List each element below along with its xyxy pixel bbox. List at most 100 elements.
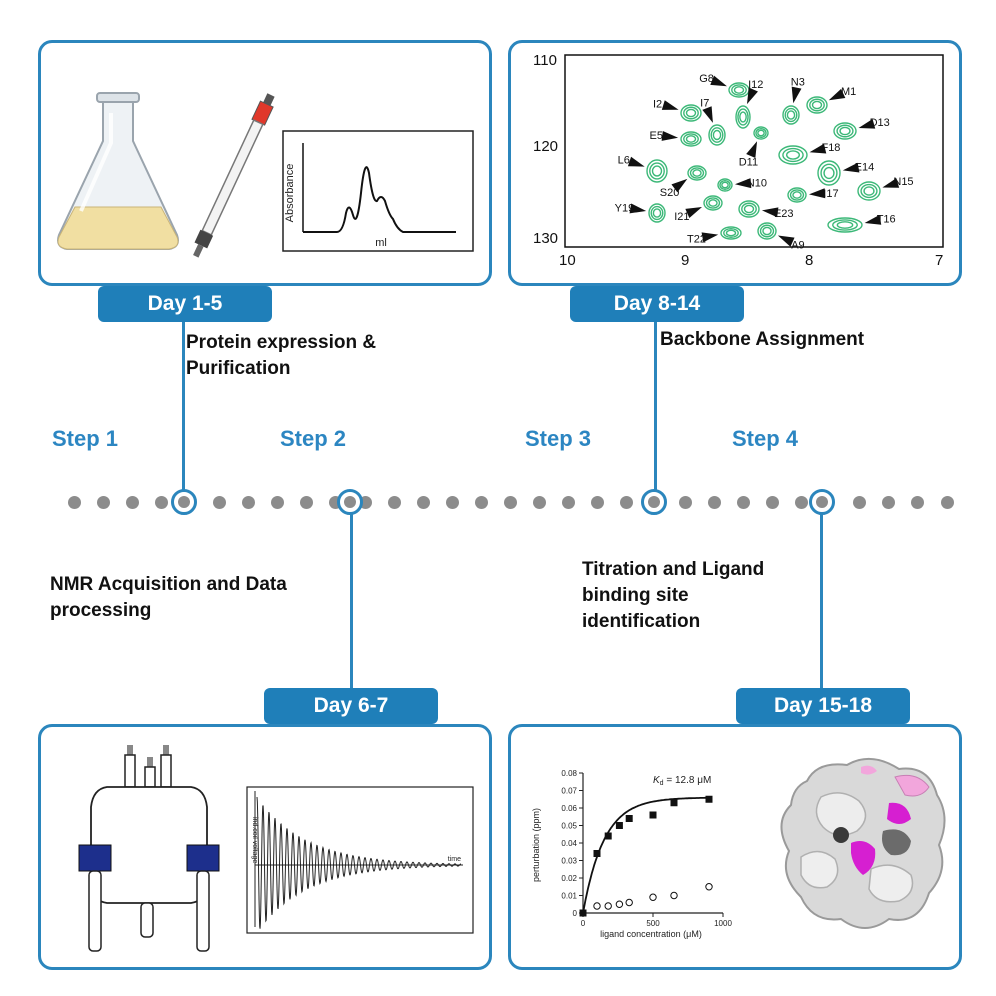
hsqc-peak-contour — [687, 165, 707, 181]
caption-step1-line2: Purification — [186, 358, 291, 379]
hsqc-peak-contour — [753, 126, 769, 140]
hsqc-peak-contour — [710, 127, 724, 143]
caption-step4-line1: Titration and Ligand — [582, 559, 765, 580]
hsqc-peak-contour — [743, 204, 755, 214]
hsqc-peak-contour — [820, 163, 838, 183]
day-8-14-tab: Day 8-14 — [570, 286, 744, 322]
fid-xlabel: time — [448, 856, 461, 863]
titration-xtick-label: 500 — [646, 919, 660, 928]
hsqc-peak-contour — [792, 191, 802, 199]
hsqc-peak-contour — [721, 181, 729, 189]
hsqc-peak-arrow — [808, 188, 826, 199]
hsqc-peak-arrow — [746, 87, 758, 105]
titration-ytick-label: 0.03 — [561, 857, 577, 866]
hsqc-peak-contour — [823, 166, 835, 180]
expression-panel: Absorbance ml — [38, 40, 492, 286]
caption-step3: Backbone Assignment — [660, 327, 864, 353]
titration-point-open — [649, 893, 657, 901]
step-2-label: Step 2 — [280, 426, 347, 451]
kd-symbol: K — [653, 775, 661, 786]
hsqc-peak-contour — [836, 221, 854, 229]
hsqc-peak-contour — [733, 86, 745, 94]
timeline-dot — [504, 495, 517, 509]
timeline-dot — [242, 495, 256, 509]
titration-ytick-label: 0.07 — [561, 787, 577, 796]
hsqc-xtick-7: 7 — [935, 252, 943, 269]
hsqc-peak-contour — [685, 135, 697, 143]
hsqc-peak-arrow — [710, 75, 727, 87]
hsqc-peak-contour — [782, 147, 804, 163]
titration-point-filled — [615, 822, 623, 829]
timeline-dot — [736, 495, 750, 509]
hsqc-peak-contour — [757, 222, 777, 240]
hsqc-peak-contour — [778, 145, 808, 165]
chromatogram-plot: Absorbance ml — [282, 130, 474, 252]
timeline-dot — [707, 495, 721, 509]
timeline-milestone-4 — [809, 489, 835, 515]
hsqc-peak-label: I12 — [748, 79, 763, 91]
timeline-dot — [271, 495, 285, 509]
timeline-dot — [620, 495, 634, 509]
hsqc-peak-contour — [836, 124, 854, 138]
titration-ytick-label: 0 — [573, 909, 578, 918]
titration-ytick-label: 0.04 — [561, 839, 577, 848]
hsqc-peak-arrow — [671, 178, 688, 193]
hsqc-peak-contour — [757, 129, 765, 137]
hsqc-peak-label: Y19 — [615, 202, 635, 214]
hsqc-peak-contour — [809, 98, 825, 112]
hsqc-peak-contour — [817, 160, 841, 186]
titration-ytick-label: 0.06 — [561, 804, 577, 813]
hsqc-peak-arrow — [627, 156, 645, 167]
kd-subscript: d — [660, 780, 664, 787]
hsqc-peak-label: F18 — [821, 142, 840, 154]
step-1-label: Step 1 — [52, 426, 119, 451]
hsqc-peak-contour — [786, 110, 796, 120]
titration-panel: perturbation (ppm) ligand concentration … — [508, 724, 962, 970]
hsqc-peak-arrow — [842, 162, 860, 173]
titration-point-filled — [579, 909, 587, 917]
hsqc-peak-arrow — [828, 88, 846, 101]
hsqc-peak-arrow — [864, 214, 882, 225]
hsqc-peak-contour — [739, 111, 747, 123]
hsqc-peak-label: A9 — [791, 240, 804, 252]
hsqc-peak-contour — [705, 197, 721, 209]
hsqc-peak-arrow — [702, 106, 713, 123]
timeline-dot — [940, 495, 954, 509]
hsqc-peak-contour — [863, 186, 875, 196]
titration-point-filled — [649, 811, 657, 819]
caption-step1-line1: Protein expression & — [186, 332, 377, 353]
titration-point-filled — [670, 799, 678, 807]
nmr-panel: ind.coil voltage time — [38, 724, 492, 970]
timeline-dot — [853, 495, 867, 509]
timeline-dot — [795, 495, 808, 509]
titration-point-open — [625, 898, 633, 907]
titration-point-filled — [625, 815, 633, 822]
fid-ylabel: ind.coil voltage — [251, 817, 258, 863]
timeline-dot — [678, 495, 692, 509]
hsqc-peak-label: L6 — [618, 155, 630, 167]
ml-axis-label: ml — [375, 237, 387, 249]
hsqc-peak-arrow — [629, 203, 647, 214]
hsqc-xtick-9: 9 — [681, 252, 689, 269]
hsqc-ytick-130: 130 — [533, 230, 558, 247]
hsqc-peak-contour — [787, 187, 807, 203]
hsqc-peak-arrow — [858, 118, 876, 129]
hsqc-ytick-120: 120 — [533, 138, 558, 155]
titration-point-open — [593, 902, 601, 910]
day-15-18-tab: Day 15-18 — [736, 688, 910, 724]
hsqc-peak-label: N10 — [747, 178, 767, 190]
titration-ytick-label: 0.01 — [561, 892, 577, 901]
titration-point-filled — [705, 795, 713, 803]
titration-xlabel: ligand concentration (μM) — [600, 929, 702, 939]
hsqc-peak-contour — [719, 179, 731, 191]
connector-day-15-18 — [820, 514, 823, 690]
hsqc-peak-contour — [784, 107, 798, 123]
caption-step1: Protein expression & Purification — [186, 330, 376, 382]
timeline-dot — [562, 495, 576, 509]
chromatography-column-icon — [193, 93, 275, 258]
titration-point-filled — [593, 850, 601, 857]
nmr-illustration: ind.coil voltage time — [78, 745, 474, 952]
timeline-dot — [533, 495, 547, 509]
